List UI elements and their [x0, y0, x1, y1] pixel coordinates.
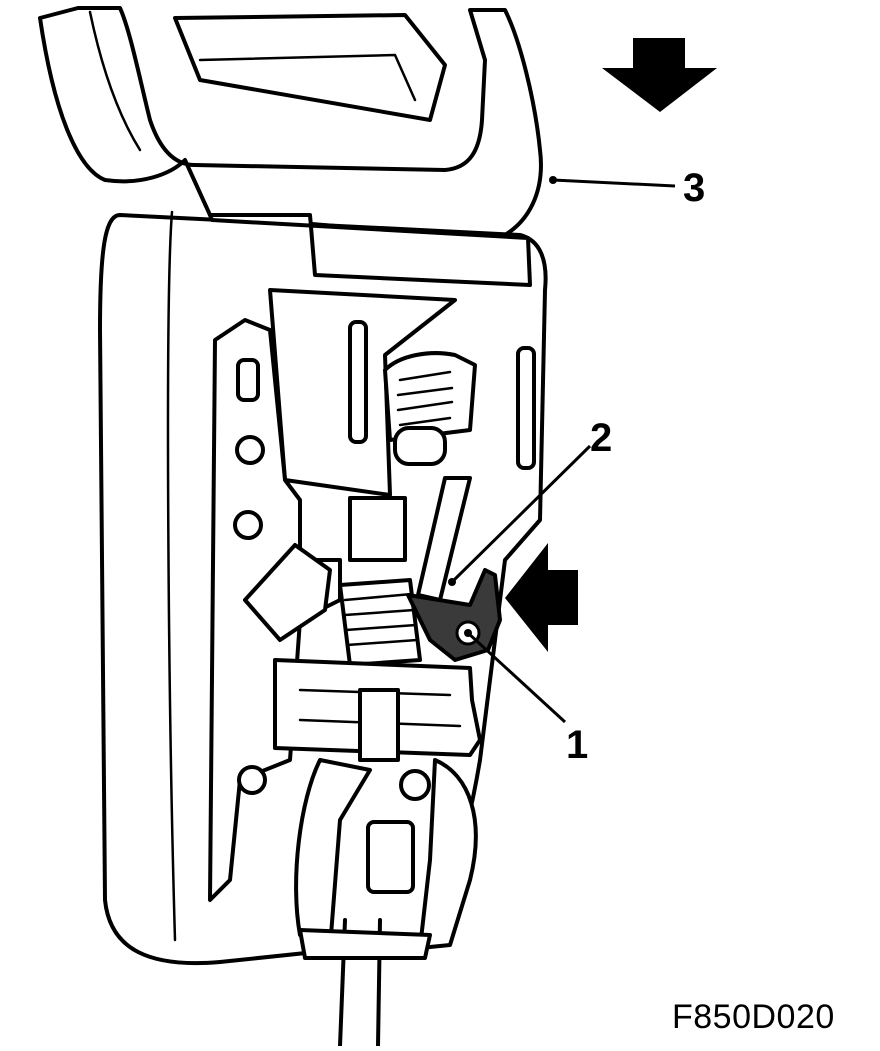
cable [298, 918, 432, 1048]
leader-line-1 [466, 631, 567, 724]
callout-3: 3 [683, 166, 706, 210]
lower-mechanism [273, 658, 482, 950]
callout-1: 1 [566, 723, 589, 767]
leader-line-2 [450, 444, 592, 584]
leader-lines [448, 176, 676, 724]
callout-2: 2 [590, 416, 613, 460]
upper-spring [383, 351, 477, 466]
arrow-left-icon [505, 543, 578, 652]
leader-line-3 [552, 178, 676, 188]
arrow-down-icon [602, 38, 717, 112]
handle-part-3 [38, 6, 543, 242]
lower-spring [338, 578, 422, 667]
figure-code: F850D020 [672, 998, 835, 1036]
